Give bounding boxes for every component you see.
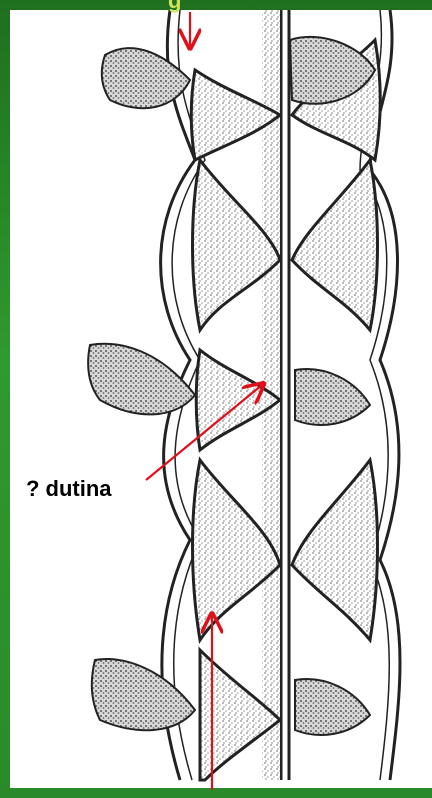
zooid-upper-right: [292, 160, 378, 330]
top-partial-label: g: [168, 0, 181, 14]
tuft-left-1: [102, 48, 190, 108]
tube-label: ? dutina: [24, 476, 114, 502]
tuft-right-3: [295, 679, 370, 735]
zooid-lower-right: [292, 460, 378, 640]
tuft-left-2: [88, 344, 195, 415]
tuft-left-3: [92, 659, 195, 730]
tuft-right-2: [295, 369, 370, 425]
